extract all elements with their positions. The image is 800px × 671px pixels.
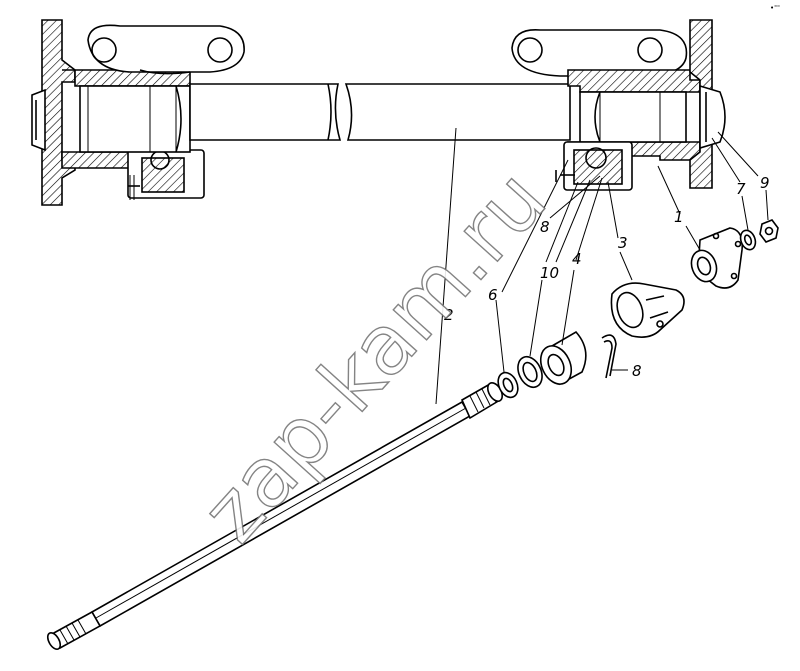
right-flange — [689, 19, 726, 189]
left-bracket — [87, 24, 245, 75]
ring-part-10 — [517, 355, 543, 389]
callout-7: 7 — [736, 180, 746, 198]
right-bracket — [511, 29, 688, 77]
washer-part-6 — [497, 371, 519, 399]
callout-8-upper: 8 — [540, 218, 550, 236]
left-tube-end — [79, 85, 191, 153]
flange-part-1 — [690, 227, 744, 289]
top-assembly-section — [31, 19, 726, 206]
corner-mark: •''' — [770, 4, 780, 12]
main-shaft — [189, 83, 571, 141]
cotter-pin-part-8 — [601, 334, 617, 379]
right-bearing-assembly — [555, 141, 633, 191]
watermark-text: zap-kam.ru — [184, 153, 564, 561]
callout-labels: 1 2 3 4 6 7 8 8 9 10 — [444, 174, 770, 380]
leader-lines — [435, 127, 769, 405]
nut-part-9 — [759, 219, 779, 243]
callout-1: 1 — [674, 208, 684, 226]
callout-6: 6 — [488, 286, 498, 304]
callout-4: 4 — [572, 250, 582, 268]
left-bearing-housing — [127, 149, 205, 200]
callout-9: 9 — [760, 174, 770, 192]
callout-10: 10 — [540, 264, 559, 282]
left-flange — [31, 19, 191, 206]
callout-8-lower: 8 — [632, 362, 642, 380]
long-shaft-part-2 — [46, 382, 504, 650]
bearing-part-4 — [539, 330, 587, 386]
washer-part-7 — [739, 229, 757, 251]
callout-2: 2 — [444, 306, 454, 324]
clamp-part-3 — [610, 282, 685, 338]
callout-3: 3 — [618, 234, 628, 252]
